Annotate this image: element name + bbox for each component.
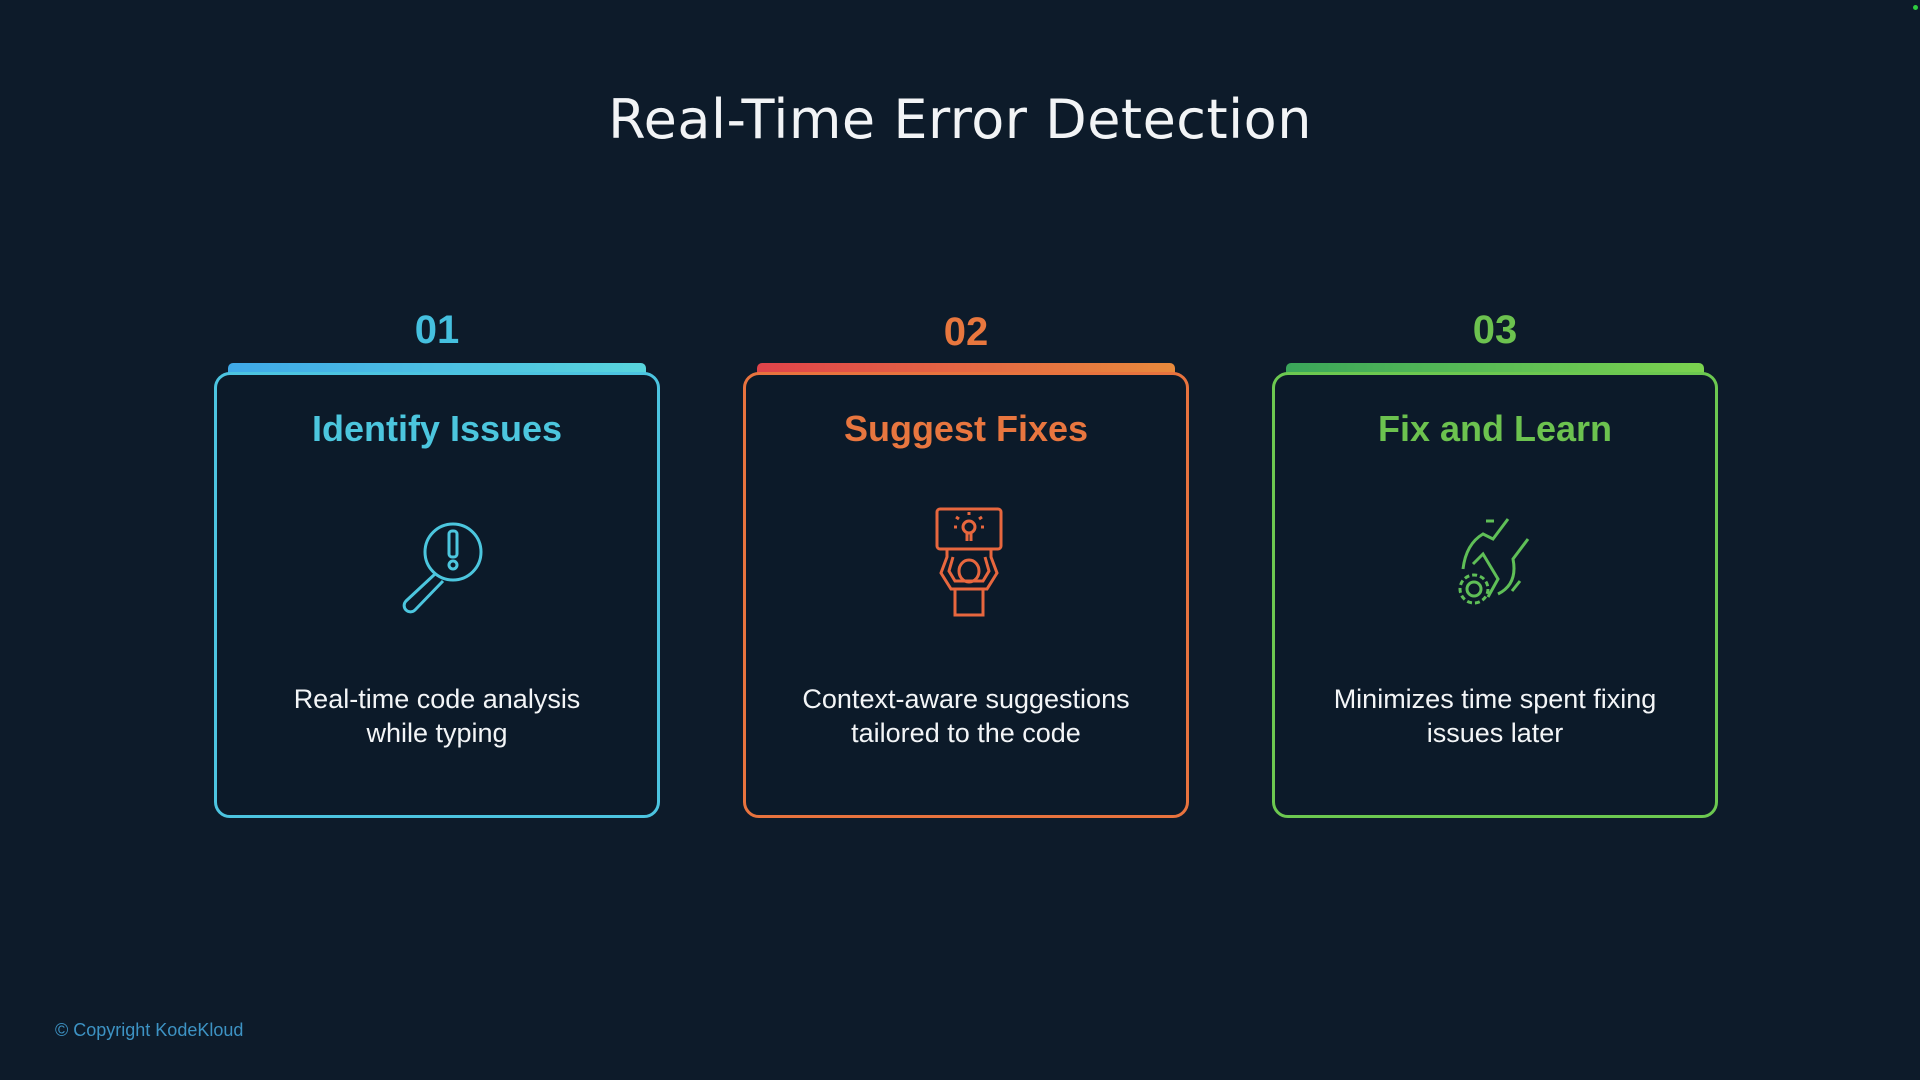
card-heading: Suggest Fixes <box>843 408 1089 449</box>
card-number: 02 <box>943 310 989 354</box>
card-body: Fix and Learn Minimizes time spent fixin… <box>1272 372 1718 818</box>
desc-line: Real-time code analysis <box>293 684 581 714</box>
magnifier-alert-icon <box>402 522 483 614</box>
card-heading: Identify Issues <box>311 408 563 449</box>
card-fix-and-learn: 03 Fix and Learn Minimizes time spent fi… <box>1272 300 1718 820</box>
copyright: © Copyright KodeKloud <box>55 1020 244 1040</box>
desc-line: tailored to the code <box>851 718 1081 748</box>
desc-line: issues later <box>1426 718 1564 748</box>
card-accent-bar <box>757 363 1175 373</box>
card-suggest-fixes: 02 Suggest Fixes Context-aware suggestio… <box>743 300 1189 820</box>
card-description: Context-aware suggestions tailored to th… <box>766 682 1166 750</box>
status-dot <box>1913 5 1918 10</box>
card-description: Minimizes time spent fixing issues later <box>1295 682 1695 750</box>
card-heading: Fix and Learn <box>1377 408 1613 449</box>
card-accent-bar <box>228 363 646 373</box>
page-title: Real-Time Error Detection <box>608 88 1312 151</box>
card-body: Suggest Fixes Context-aware suggestions … <box>743 372 1189 818</box>
card-number: 01 <box>414 308 460 352</box>
card-accent-bar <box>1286 363 1704 373</box>
desc-line: Context-aware suggestions <box>802 684 1130 714</box>
card-body: Identify Issues Real-time code analysis … <box>214 372 660 818</box>
card-description: Real-time code analysis while typing <box>237 682 637 750</box>
person-lightbulb-sign-icon <box>935 507 1003 617</box>
desc-line: while typing <box>366 718 508 748</box>
wrench-gear-icon <box>1458 518 1530 605</box>
card-identify-issues: 01 Identify Issues Real-time code analys… <box>214 300 660 820</box>
card-number: 03 <box>1472 308 1518 352</box>
desc-line: Minimizes time spent fixing <box>1333 684 1657 714</box>
